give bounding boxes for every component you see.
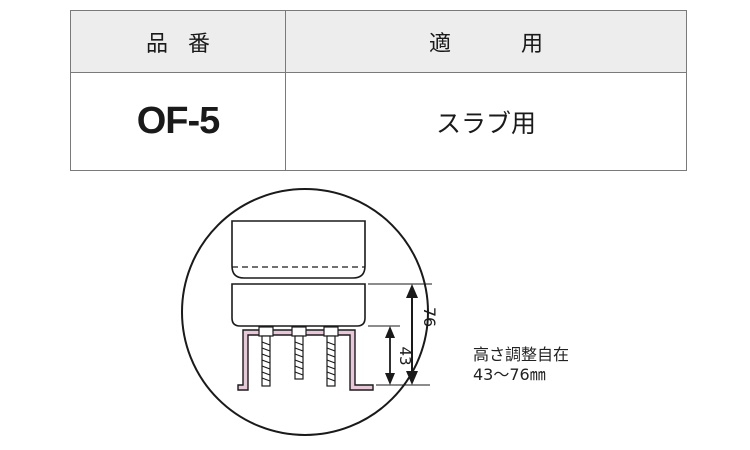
caption-line-1: 高さ調整自在 bbox=[473, 345, 570, 364]
product-code: OF-5 bbox=[136, 100, 221, 142]
table-row: OF-5 スラブ用 bbox=[70, 72, 687, 171]
table-header-row: 品番 適用 bbox=[70, 10, 687, 73]
screw-left bbox=[258, 326, 274, 387]
header-product-label: 品番 bbox=[145, 31, 230, 57]
adjustment-caption: 高さ調整自在 43～76㎜ bbox=[473, 345, 569, 385]
header-use-cell: 適用 bbox=[285, 10, 687, 73]
product-code-cell: OF-5 bbox=[70, 72, 286, 171]
header-product-cell: 品番 bbox=[70, 10, 286, 73]
base-bracket bbox=[237, 329, 374, 391]
use-value-cell: スラブ用 bbox=[285, 72, 687, 171]
upper-block bbox=[231, 220, 366, 279]
caption-line-2: 43～76㎜ bbox=[473, 365, 546, 384]
use-value: スラブ用 bbox=[435, 108, 536, 138]
lower-block bbox=[231, 283, 366, 327]
detail-circle bbox=[181, 188, 429, 436]
dim-76-label: 76 bbox=[420, 307, 439, 327]
dim-76: 76 bbox=[406, 284, 439, 385]
screw-center bbox=[291, 326, 307, 380]
dim-43-label: 43 bbox=[396, 346, 414, 365]
header-use-label: 適用 bbox=[428, 31, 613, 57]
adjustment-screws bbox=[258, 326, 339, 387]
dim-43: 43 bbox=[385, 326, 414, 385]
installation-diagram: 76 43 bbox=[181, 188, 439, 436]
screw-right bbox=[323, 326, 339, 387]
spec-table: 品番 適用 OF-5 スラブ用 bbox=[70, 10, 687, 171]
